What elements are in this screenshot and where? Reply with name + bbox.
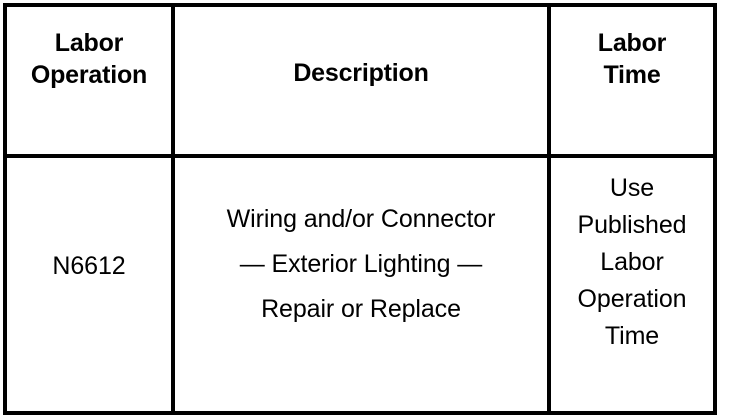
cell-labor-time: Use Published Labor Operation Time xyxy=(547,154,717,415)
description-line-3: Repair or Replace xyxy=(261,295,461,323)
labor-operation-table: Labor Operation Description Labor Time xyxy=(3,3,717,415)
description-line-2: — Exterior Lighting — xyxy=(239,250,483,278)
column-header-description: Description xyxy=(171,3,551,158)
header-labor-operation-line-1: Labor xyxy=(54,28,124,57)
description-line-1: Wiring and/or Connector xyxy=(226,205,496,233)
labor-operation-code-value: N6612 xyxy=(52,251,126,280)
cell-labor-operation-code: N6612 xyxy=(3,154,175,415)
column-header-labor-operation: Labor Operation xyxy=(3,3,175,158)
labor-time-line-2: Published xyxy=(577,211,687,239)
labor-time-line-1: Use xyxy=(609,174,655,202)
header-labor-time-line-1: Labor xyxy=(597,28,667,57)
cell-description: Wiring and/or Connector — Exterior Light… xyxy=(171,154,551,415)
labor-time-line-4: Operation xyxy=(577,285,687,313)
header-labor-time-line-2: Time xyxy=(603,60,661,89)
header-description-label: Description xyxy=(293,58,429,87)
labor-time-line-3: Labor xyxy=(600,248,664,276)
column-header-labor-time: Labor Time xyxy=(547,3,717,158)
table-header-row: Labor Operation Description Labor Time xyxy=(3,3,717,158)
table-row: N6612 Wiring and/or Connector — Exterior… xyxy=(3,154,717,415)
header-labor-operation-line-2: Operation xyxy=(30,60,148,89)
labor-time-line-5: Time xyxy=(604,322,660,350)
